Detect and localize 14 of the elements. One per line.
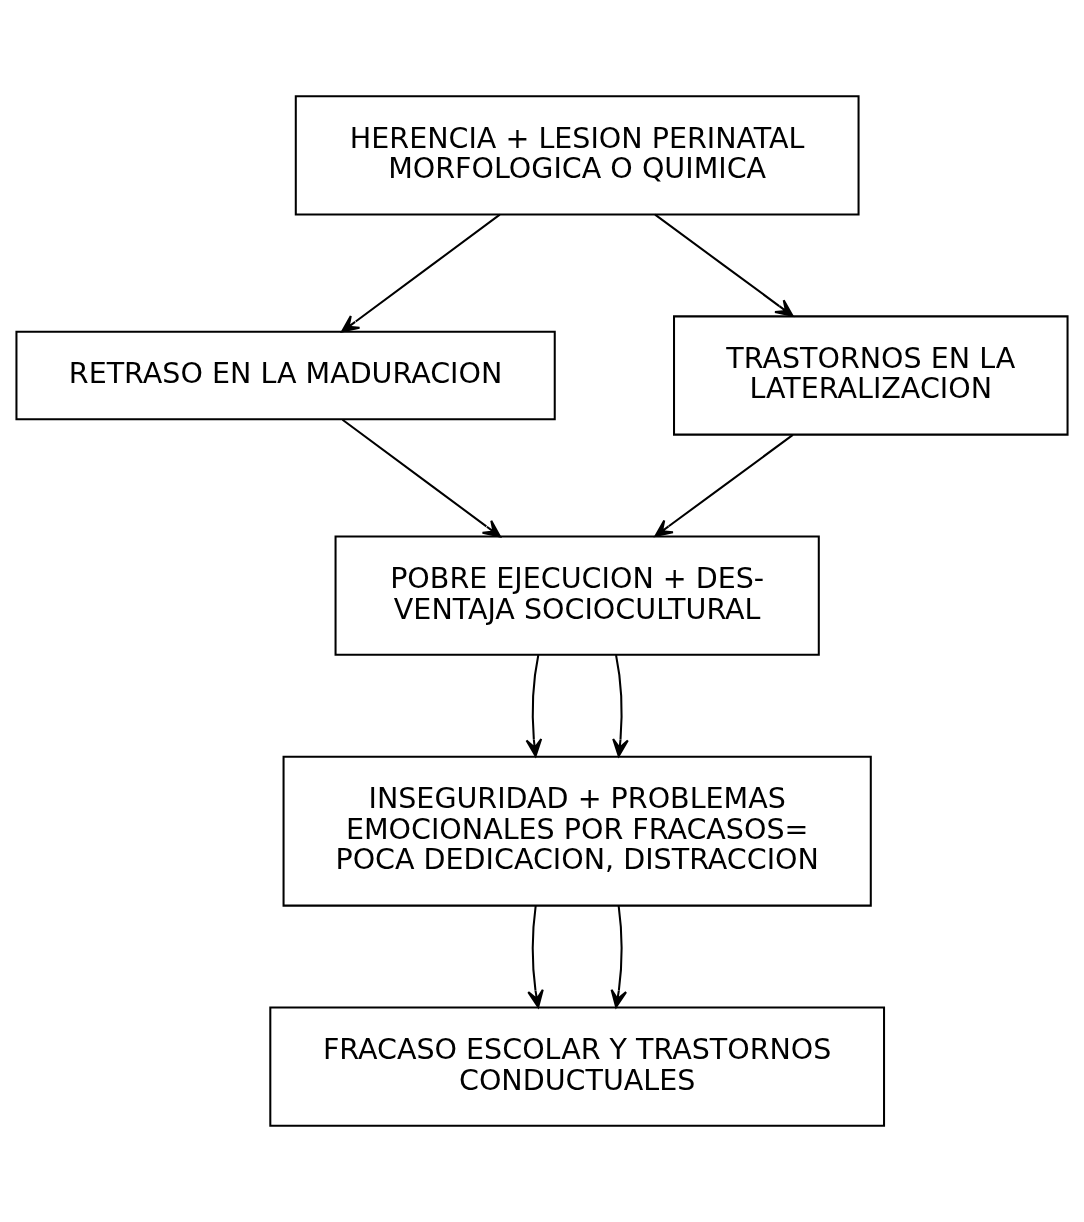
node-box: POBRE EJECUCION + DES- VENTAJA SOCIOCULTURAL [334,535,820,656]
node-box: FRACASO ESCOLAR Y TRASTORNOS CONDUCTUALES [269,1006,886,1127]
arrow [612,654,629,757]
node-box: TRASTORNOS EN LA LATERALIZACION [673,315,1069,436]
arrow [527,905,544,1009]
arrow [525,654,543,757]
node-box: RETRASO EN LA MADURACION [15,330,556,421]
arrow [341,213,501,333]
arrow [341,418,501,538]
arrow [654,213,794,317]
node-box: INSEGURIDAD + PROBLEMAS EMOCIONALES POR FRACASOS= POCA DEDICACION, DISTRACCION [282,755,872,907]
node-box: HERENCIA + LESION PERINATAL MORFOLOGICA O QUIMICA [294,95,860,216]
arrow [610,905,628,1009]
arrow [654,434,794,538]
